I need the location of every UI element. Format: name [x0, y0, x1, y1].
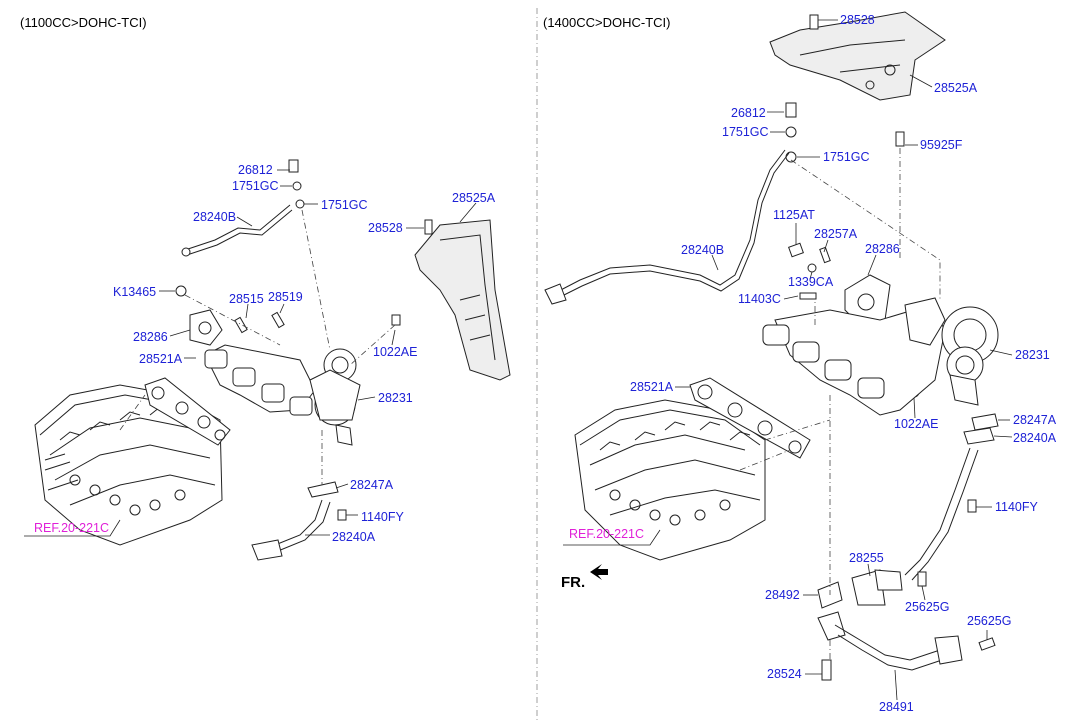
part-label-28255[interactable]: 28255 — [849, 551, 884, 565]
part-label-1751gc[interactable]: 1751GC — [722, 125, 769, 139]
part-label-28247a[interactable]: 28247A — [350, 478, 394, 492]
part-label-28528[interactable]: 28528 — [840, 13, 875, 27]
front-direction-marker: FR. — [561, 574, 586, 591]
part-label-28286[interactable]: 28286 — [865, 242, 900, 256]
right-small-parts — [788, 131, 920, 398]
left-section-header: (1100CC>DOHC-TCI) — [20, 15, 147, 30]
right-dash-lines — [739, 148, 941, 660]
part-label-28231[interactable]: 28231 — [378, 391, 413, 405]
left-oil-feed-pipe — [181, 159, 305, 257]
left-oil-return-pipe — [251, 481, 347, 561]
part-label-1140fy[interactable]: 1140FY — [995, 500, 1038, 514]
part-label-1022ae[interactable]: 1022AE — [894, 417, 939, 431]
part-label-28525a[interactable]: 28525A — [452, 191, 496, 205]
part-label-28515[interactable]: 28515 — [229, 292, 264, 306]
right-section-header: (1400CC>DOHC-TCI) — [543, 15, 671, 30]
part-label-1751gc[interactable]: 1751GC — [232, 179, 279, 193]
part-label-11403c[interactable]: 11403C — [738, 292, 781, 306]
part-label-1751gc[interactable]: 1751GC — [823, 150, 870, 164]
part-label-28231[interactable]: 28231 — [1015, 348, 1050, 362]
part-label-28247a[interactable]: 28247A — [1013, 413, 1057, 427]
part-label-95925f[interactable]: 95925F — [920, 138, 963, 152]
right-oil-return-pipe — [904, 413, 999, 581]
part-label-28491[interactable]: 28491 — [879, 700, 914, 714]
part-label-25625g[interactable]: 25625G — [967, 614, 1012, 628]
reference-link[interactable]: REF.20-221C — [569, 527, 645, 541]
part-label-28257a[interactable]: 28257A — [814, 227, 858, 241]
part-label-26812[interactable]: 26812 — [731, 106, 766, 120]
left-exhaust-manifold — [204, 344, 316, 416]
right-oil-feed-pipe — [544, 102, 797, 305]
part-label-1140fy[interactable]: 1140FY — [361, 510, 404, 524]
part-label-28240a[interactable]: 28240A — [1013, 431, 1057, 445]
fr-arrow — [590, 564, 608, 580]
part-label-1339ca[interactable]: 1339CA — [788, 275, 834, 289]
reference-link[interactable]: REF.20-221C — [34, 521, 110, 535]
left-leader-lines — [24, 169, 477, 537]
part-label-28525a[interactable]: 28525A — [934, 81, 978, 95]
part-label-28240b[interactable]: 28240B — [681, 243, 725, 257]
right-exhaust-gasket — [689, 377, 811, 459]
part-label-28528[interactable]: 28528 — [368, 221, 403, 235]
right-engine-block — [574, 399, 766, 561]
right-turbocharger — [904, 297, 999, 406]
right-heat-shield — [769, 11, 946, 101]
left-dash-lines — [119, 209, 396, 485]
part-label-1751gc[interactable]: 1751GC — [321, 198, 368, 212]
left-turbocharger — [309, 348, 361, 446]
part-label-28492[interactable]: 28492 — [765, 588, 800, 602]
part-label-28240a[interactable]: 28240A — [332, 530, 376, 544]
right-exhaust-manifold — [762, 304, 946, 416]
part-label-25625g[interactable]: 25625G — [905, 600, 950, 614]
left-engine-block — [34, 384, 223, 546]
part-label-1022ae[interactable]: 1022AE — [373, 345, 418, 359]
part-label-28521a[interactable]: 28521A — [139, 352, 183, 366]
part-label-28286[interactable]: 28286 — [133, 330, 168, 344]
right-leader-lines — [563, 19, 1013, 701]
part-label-28240b[interactable]: 28240B — [193, 210, 237, 224]
left-exhaust-gasket — [144, 377, 231, 446]
part-label-26812[interactable]: 26812 — [238, 163, 273, 177]
part-label-1125at[interactable]: 1125AT — [773, 208, 815, 222]
part-label-28524[interactable]: 28524 — [767, 667, 802, 681]
right-egr-pipe — [817, 569, 996, 681]
left-heat-shield — [414, 219, 511, 381]
part-label-28521a[interactable]: 28521A — [630, 380, 674, 394]
part-label-28519[interactable]: 28519 — [268, 290, 303, 304]
part-label-k13465[interactable]: K13465 — [113, 285, 157, 299]
left-small-parts — [175, 219, 433, 346]
